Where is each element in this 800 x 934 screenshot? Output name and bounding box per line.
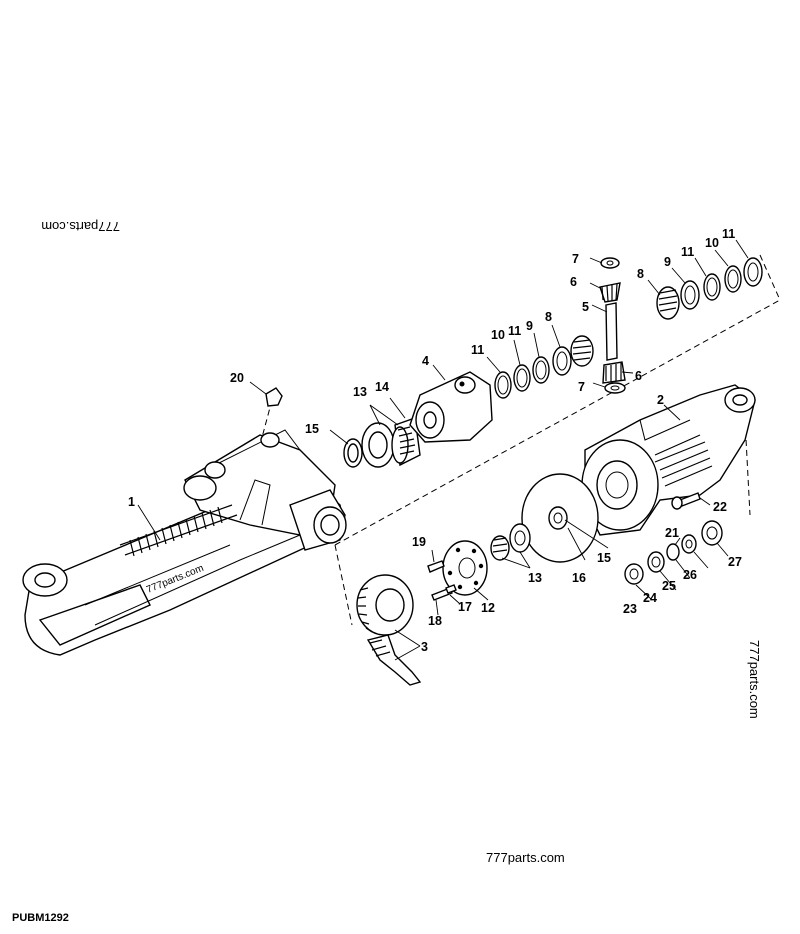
callout-19: 19 — [412, 535, 426, 549]
grease-fitting — [249, 381, 283, 407]
shim-stack-left — [486, 324, 594, 399]
pinion-shaft-assembly — [589, 257, 634, 394]
shim-stack-right — [647, 239, 763, 320]
flange-plate — [442, 540, 489, 601]
callout-11b: 11 — [681, 245, 694, 259]
callout-11d: 11 — [471, 343, 484, 357]
bearing-right — [490, 523, 531, 569]
callout-14: 14 — [375, 380, 389, 394]
callout-23: 23 — [623, 602, 637, 616]
callout-7b: 7 — [578, 380, 585, 394]
callout-2: 2 — [657, 393, 664, 407]
drawing-code: PUBM1292 — [12, 912, 69, 924]
differential-case — [409, 364, 493, 443]
callout-6a: 6 — [570, 275, 577, 289]
callout-11c: 11 — [508, 324, 521, 338]
callout-22: 22 — [713, 500, 727, 514]
callout-13a: 13 — [353, 385, 367, 399]
callout-10b: 10 — [491, 328, 505, 342]
callout-21: 21 — [665, 526, 679, 540]
callout-13b: 13 — [528, 571, 542, 585]
callout-11a: 11 — [722, 227, 735, 241]
callout-9b: 9 — [526, 319, 533, 333]
shield-disk — [521, 473, 609, 563]
bearing-left — [361, 397, 421, 468]
callout-8b: 8 — [545, 310, 552, 324]
callout-17: 17 — [458, 600, 472, 614]
callout-24: 24 — [643, 591, 657, 605]
watermark-top-left: 777parts.com — [41, 219, 120, 234]
callout-15b: 15 — [597, 551, 611, 565]
final-drive-housing — [581, 384, 756, 536]
callout-15a: 15 — [305, 422, 319, 436]
callout-4: 4 — [422, 354, 429, 368]
axle-housing — [22, 429, 347, 656]
callout-8a: 8 — [637, 267, 644, 281]
callout-1: 1 — [128, 495, 135, 509]
callout-10a: 10 — [705, 236, 719, 250]
fastener-set — [624, 492, 729, 601]
callout-25: 25 — [662, 579, 676, 593]
callout-5: 5 — [582, 300, 589, 314]
callout-labels: 1 2 3 4 5 6 6 7 7 8 8 9 9 10 10 11 11 11… — [128, 227, 742, 654]
callout-26: 26 — [683, 568, 697, 582]
callout-20: 20 — [230, 371, 244, 385]
callout-18: 18 — [428, 614, 442, 628]
watermark-bottom: 777parts.com — [486, 850, 565, 865]
callout-16: 16 — [572, 571, 586, 585]
watermark-right-vertical: 777parts.com — [747, 640, 762, 719]
callout-3: 3 — [421, 640, 428, 654]
callout-27: 27 — [728, 555, 742, 569]
spring-coil — [119, 504, 238, 557]
seal-ring-left — [329, 429, 363, 468]
pins-and-bolts — [427, 549, 461, 616]
callout-6b: 6 — [635, 369, 642, 383]
ring-gear-pinion — [356, 574, 422, 686]
callout-9a: 9 — [664, 255, 671, 269]
callout-12: 12 — [481, 601, 495, 615]
callout-7a: 7 — [572, 252, 579, 266]
